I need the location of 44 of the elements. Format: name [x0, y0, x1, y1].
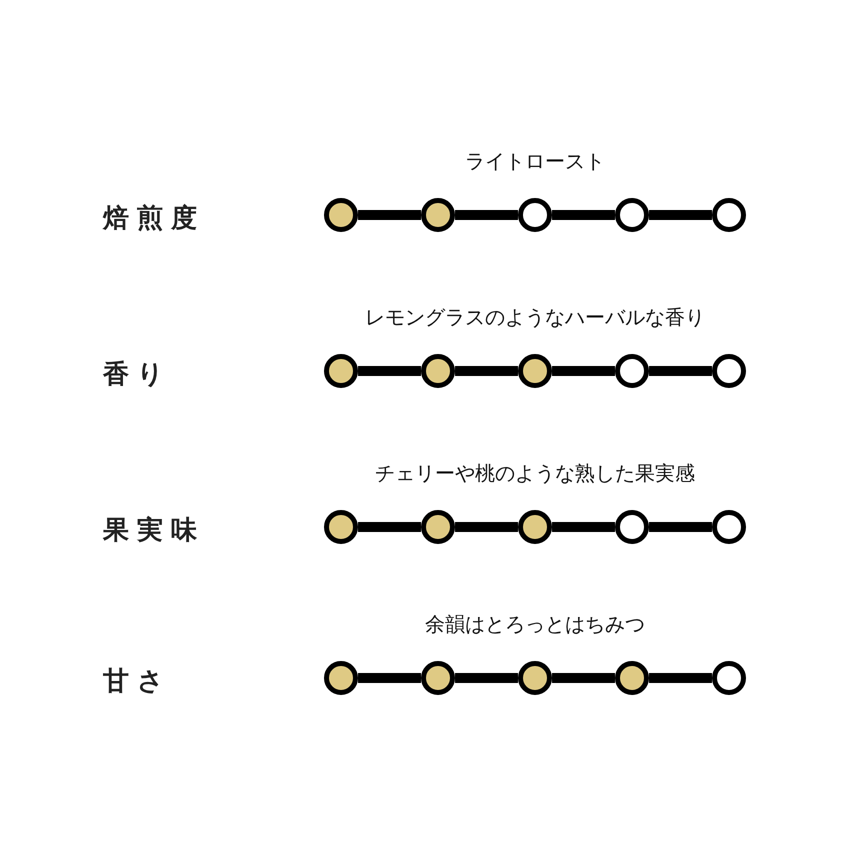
- connector-line: [552, 673, 615, 683]
- attribute-label: 果実味: [103, 514, 205, 548]
- connector-line: [552, 210, 615, 220]
- connector-line: [649, 673, 712, 683]
- filled-rating-dot: [421, 198, 455, 232]
- empty-rating-dot: [518, 198, 552, 232]
- attribute-label: 香り: [103, 358, 172, 392]
- empty-rating-dot: [712, 661, 746, 695]
- empty-rating-dot: [615, 198, 649, 232]
- connector-line: [358, 366, 421, 376]
- filled-rating-dot: [615, 661, 649, 695]
- connector-line: [358, 522, 421, 532]
- empty-rating-dot: [615, 510, 649, 544]
- rating-description: チェリーや桃のような熟した果実感: [375, 460, 695, 487]
- empty-rating-dot: [615, 354, 649, 388]
- rating-description: 余韻はとろっとはちみつ: [425, 611, 645, 638]
- filled-rating-dot: [421, 661, 455, 695]
- connector-line: [358, 673, 421, 683]
- connector-line: [649, 366, 712, 376]
- connector-line: [455, 522, 518, 532]
- attribute-label: 焙煎度: [103, 202, 205, 236]
- filled-rating-dot: [324, 354, 358, 388]
- empty-rating-dot: [712, 354, 746, 388]
- rating-description: レモングラスのようなハーバルな香り: [365, 304, 705, 331]
- filled-rating-dot: [421, 354, 455, 388]
- attribute-label: 甘さ: [103, 666, 172, 698]
- rating-description: ライトロースト: [465, 148, 605, 175]
- filled-rating-dot: [518, 661, 552, 695]
- connector-line: [455, 366, 518, 376]
- filled-rating-dot: [324, 510, 358, 544]
- filled-rating-dot: [324, 198, 358, 232]
- connector-line: [455, 210, 518, 220]
- connector-line: [552, 522, 615, 532]
- connector-line: [358, 210, 421, 220]
- filled-rating-dot: [324, 661, 358, 695]
- connector-line: [455, 673, 518, 683]
- connector-line: [649, 522, 712, 532]
- empty-rating-dot: [712, 510, 746, 544]
- empty-rating-dot: [712, 198, 746, 232]
- filled-rating-dot: [421, 510, 455, 544]
- connector-line: [552, 366, 615, 376]
- filled-rating-dot: [518, 510, 552, 544]
- connector-line: [649, 210, 712, 220]
- filled-rating-dot: [518, 354, 552, 388]
